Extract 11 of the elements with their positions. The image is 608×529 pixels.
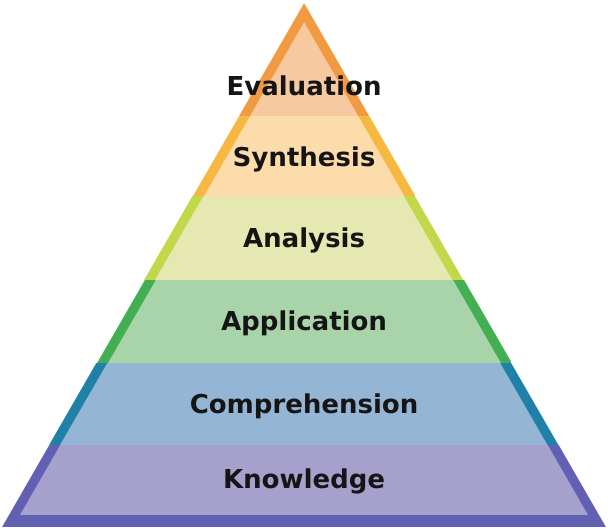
tier-label: Knowledge [223,467,385,493]
pyramid-tier [2,445,606,527]
tier-label: Analysis [243,226,365,252]
tier-label: Application [221,309,387,335]
pyramid-tier [49,363,559,445]
pyramid-tier [192,116,416,196]
tier-label: Comprehension [190,392,418,418]
tier-label: Synthesis [232,145,376,171]
pyramid-tier [144,196,464,280]
pyramid-tier [96,280,512,363]
tier-label: Evaluation [226,74,382,100]
